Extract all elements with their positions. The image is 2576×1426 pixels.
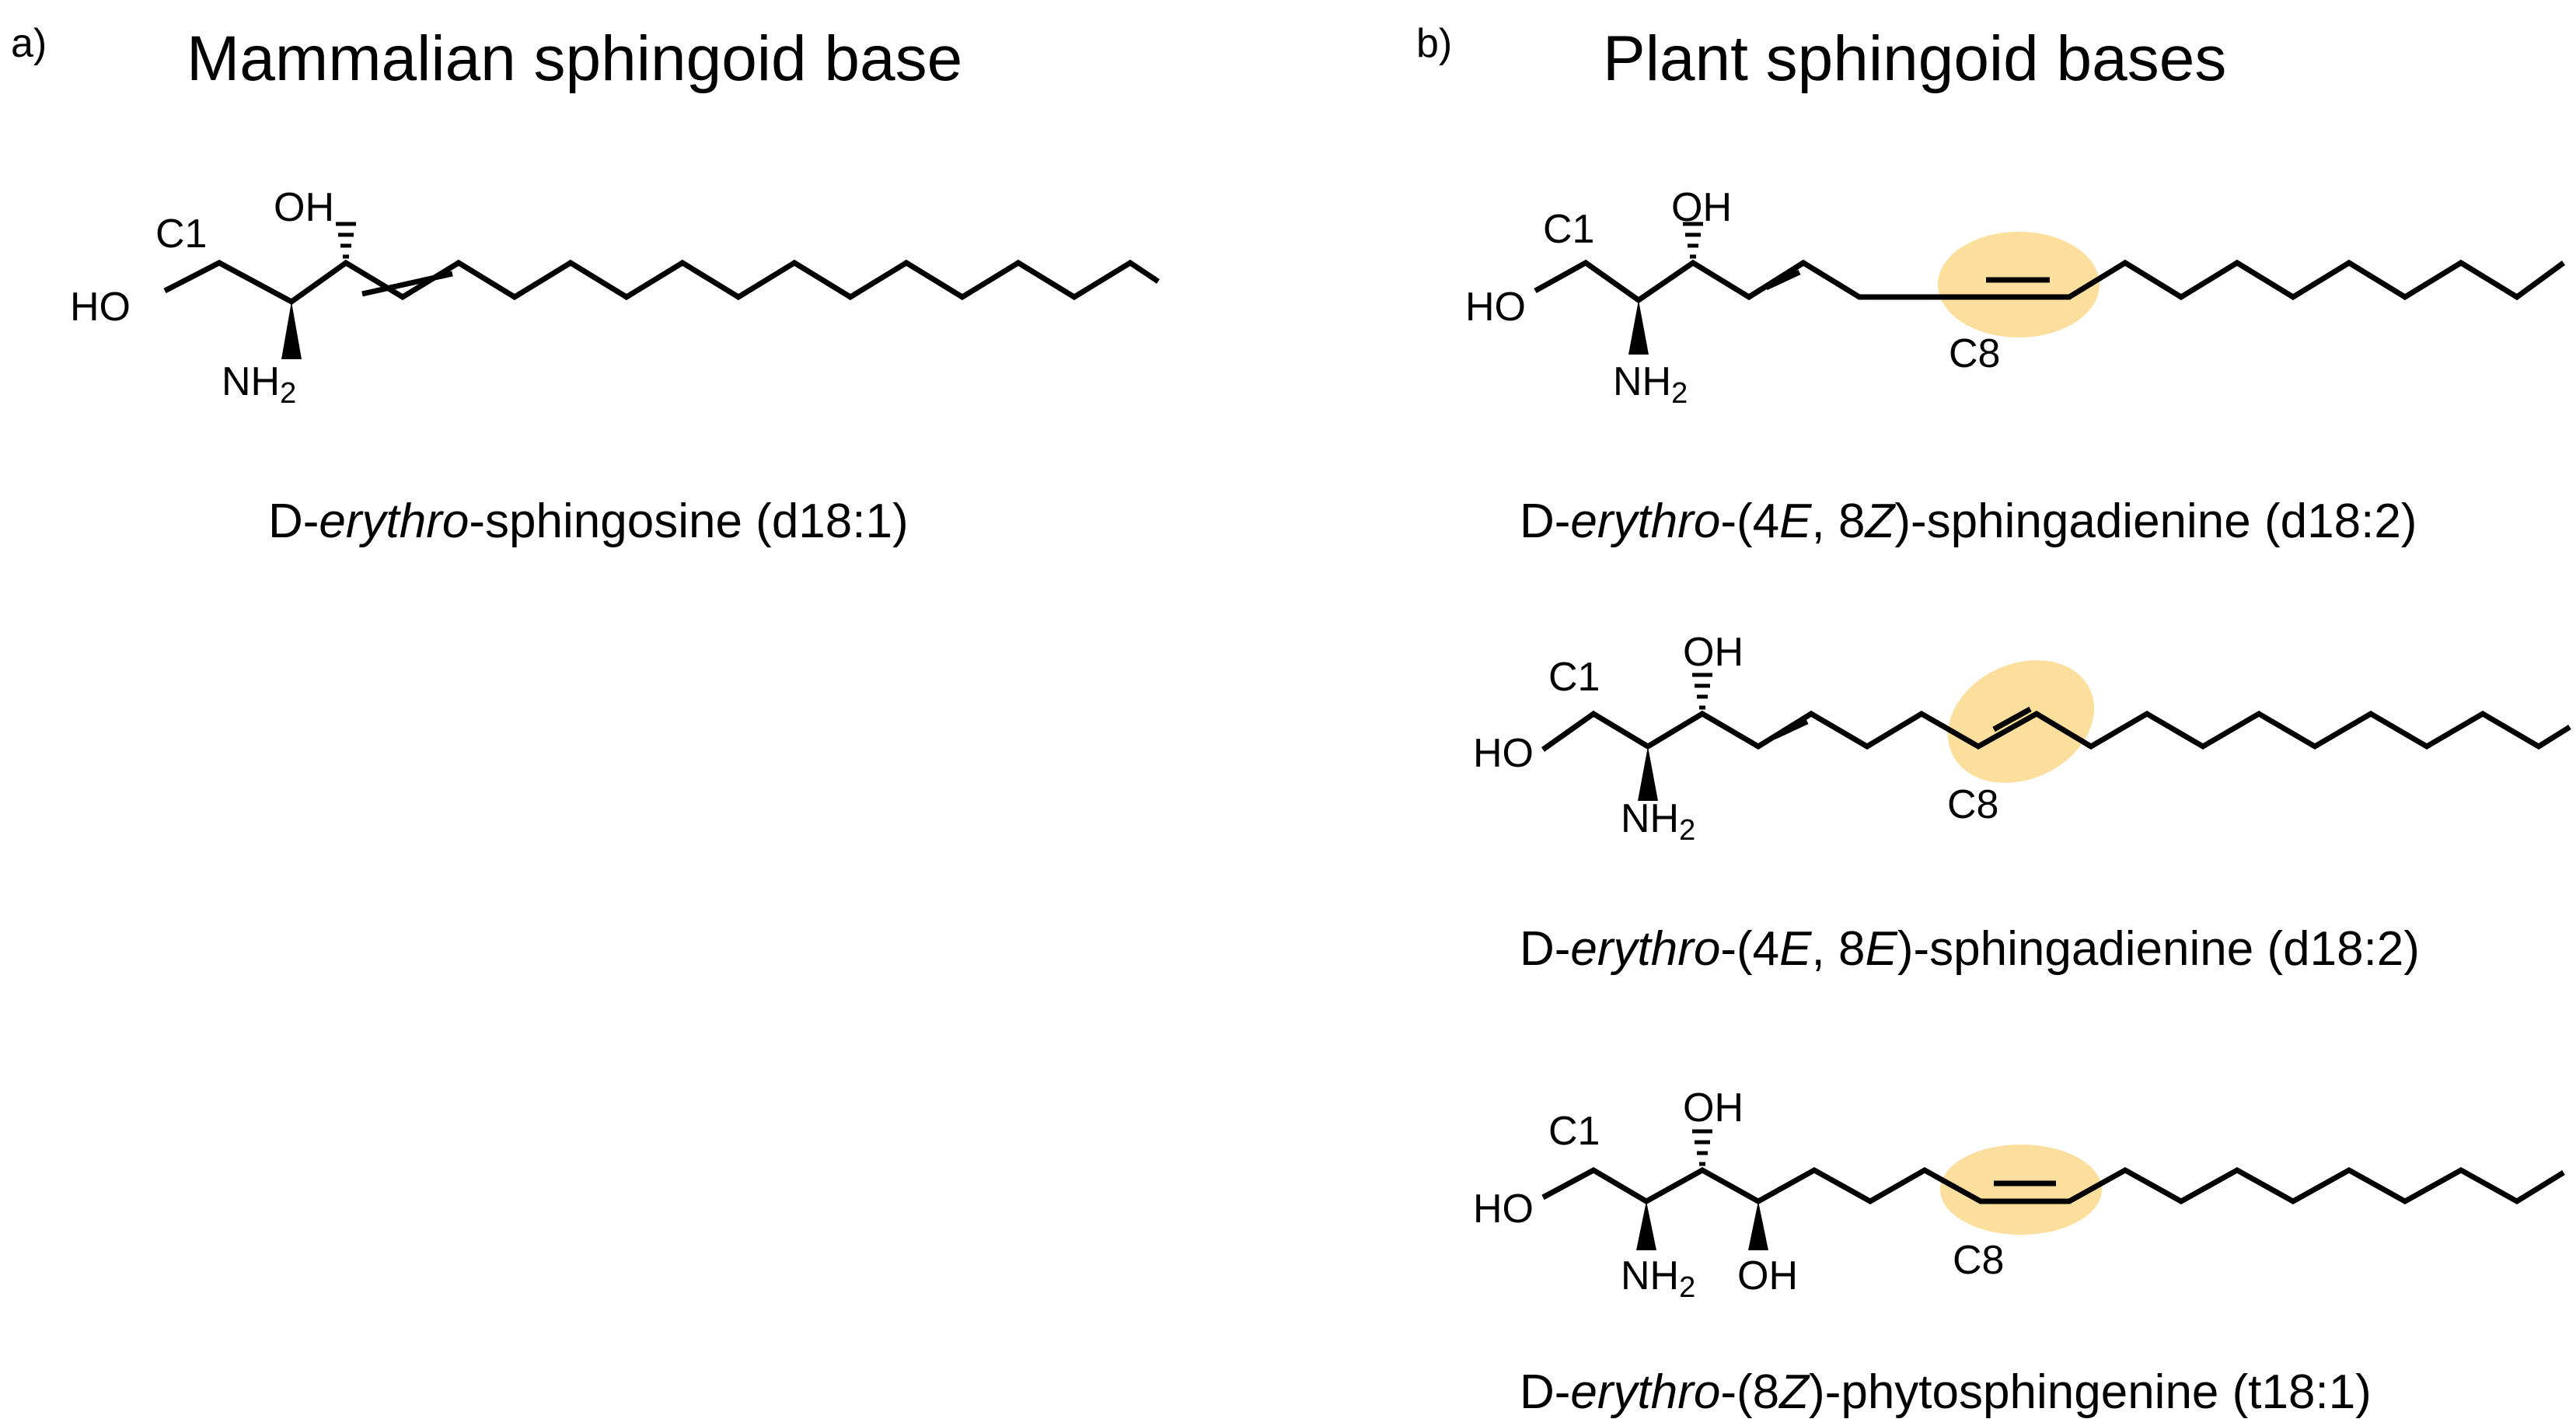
- structure-sphingosine: HO C1 OH NH2: [70, 185, 1160, 410]
- caption-sphingadienine-8z: D-erythro-(4E, 8Z)-sphingadienine (d18:2…: [1520, 495, 2417, 548]
- sphingadienine-8z-c4-bond: [1747, 260, 1805, 299]
- structure-sphingadienine-8e: HO C1 OH NH2 C8: [1473, 630, 2571, 847]
- sphingosine-nh2-wedge: [281, 302, 302, 359]
- panel-a-title: Mammalian sphingoid base: [187, 23, 963, 94]
- sphingadienine-8e-oh-hash: [1692, 673, 1712, 710]
- phytosphingenine-oh2-label: OH: [1737, 1253, 1798, 1298]
- sphingadienine-8z-trans-double-bond: [1764, 269, 1801, 291]
- caption-sphingadienine-8e: D-erythro-(4E, 8E)-sphingadienine (d18:2…: [1520, 922, 2420, 976]
- sphingosine-trans-double-bond: [361, 271, 453, 297]
- phytosphingenine-c8-label: C8: [1953, 1238, 2004, 1283]
- sphingadienine-8z-nh2-wedge: [1628, 300, 1649, 355]
- sphingadienine-8e-c1-label: C1: [1548, 655, 1600, 700]
- sphingadienine-8e-c8-label: C8: [1947, 782, 1998, 827]
- phytosphingenine-ho-label: HO: [1473, 1187, 1534, 1232]
- sphingosine-nh2-label: NH2: [222, 359, 296, 410]
- sphingadienine-8z-oh-label: OH: [1671, 185, 1732, 230]
- structure-phytosphingenine: HO C1 OH NH2 OH C8: [1473, 1085, 2565, 1304]
- phytosphingenine-nh2-label: NH2: [1621, 1253, 1695, 1304]
- sphingosine-ho-label: HO: [70, 285, 131, 330]
- panel-a-letter: a): [11, 21, 47, 66]
- c8-highlight-1: [1938, 232, 2100, 337]
- phytosphingenine-c1-label: C1: [1548, 1109, 1600, 1154]
- sphingosine-oh-label: OH: [274, 185, 334, 230]
- sphingadienine-8z-oh-hash: [1683, 222, 1703, 259]
- phytosphingenine-nh2-wedge: [1636, 1201, 1656, 1250]
- sphingadienine-8e-c4-double-bond: [1772, 718, 1809, 740]
- sphingadienine-8e-ho-label: HO: [1473, 731, 1534, 776]
- structure-sphingadienine-8z: HO C1 OH NH2 C8: [1465, 185, 2566, 410]
- sphingadienine-8z-nh2-label: NH2: [1613, 359, 1688, 410]
- phytosphingenine-oh-label: OH: [1683, 1085, 1744, 1131]
- sphingosine-c1-label: C1: [155, 211, 207, 257]
- sphingadienine-8z-c8-label: C8: [1949, 331, 2000, 376]
- caption-phytosphingenine: D-erythro-(8Z)-phytosphingenine (t18:1): [1520, 1365, 2372, 1419]
- sphingadienine-8e-nh2-label: NH2: [1621, 796, 1695, 847]
- sphingadienine-8e-nh2-wedge: [1638, 746, 1658, 801]
- phytosphingenine-oh2-wedge: [1748, 1201, 1768, 1250]
- sphingadienine-8z-c1-label: C1: [1543, 207, 1594, 252]
- sphingadienine-8z-ho-label: HO: [1465, 285, 1526, 330]
- sphingosine-oh-hash: [336, 222, 356, 259]
- caption-sphingosine: D-erythro-sphingosine (d18:1): [268, 495, 909, 548]
- sphingadienine-8e-c8-double-bond: [1992, 706, 2032, 732]
- sphingadienine-8e-oh-label: OH: [1683, 630, 1744, 675]
- panel-b-letter: b): [1416, 21, 1453, 66]
- c8-highlight-3: [1940, 1145, 2102, 1235]
- panel-b-title: Plant sphingoid bases: [1603, 23, 2227, 94]
- sphingadienine-8e-backbone: [1541, 710, 2571, 752]
- phytosphingenine-oh-hash: [1692, 1129, 1712, 1166]
- sphingosine-backbone: [163, 259, 1160, 306]
